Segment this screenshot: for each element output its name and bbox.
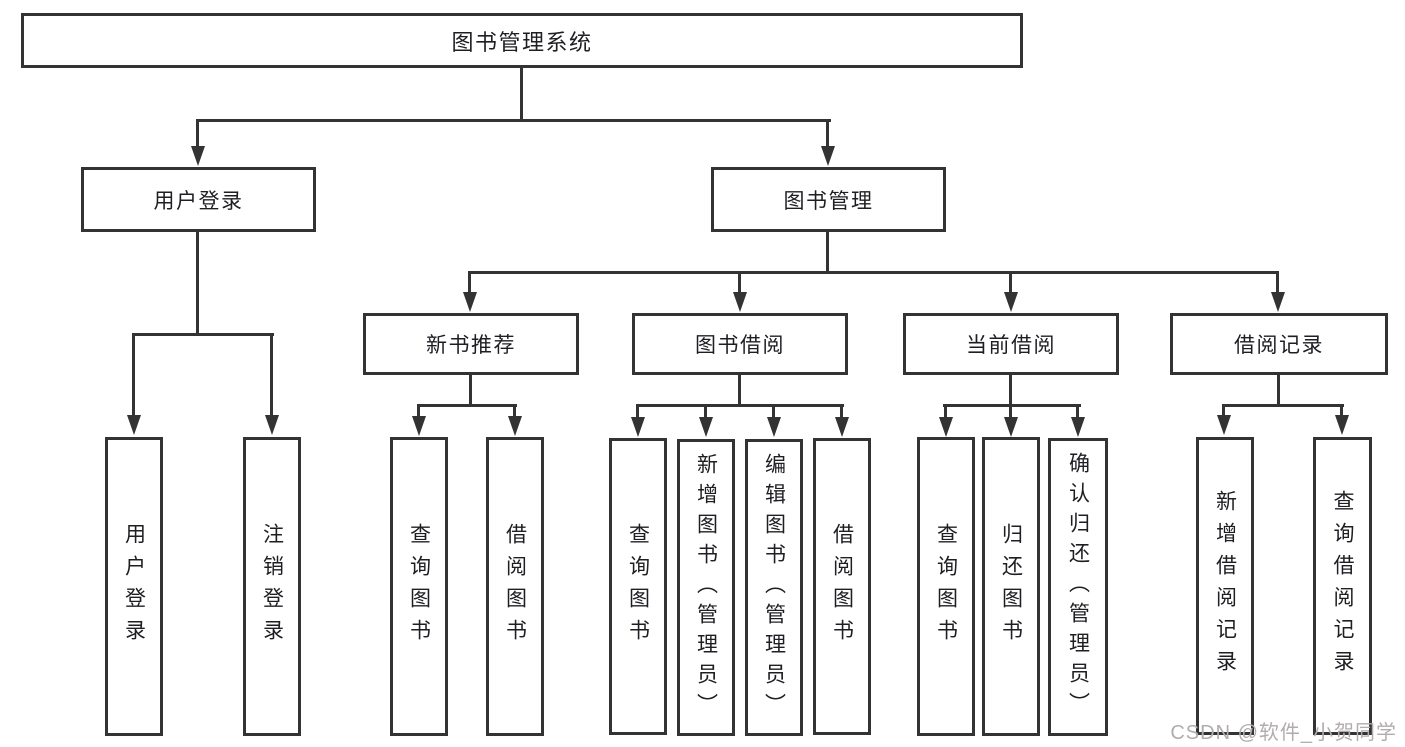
leaf-label: 新增借阅记录 xyxy=(1213,490,1237,682)
arrow-down-icon xyxy=(767,417,781,437)
connector-line xyxy=(197,119,831,122)
leaf-label: 借阅图书 xyxy=(503,522,527,651)
connector-line xyxy=(704,404,707,419)
arrow-down-icon xyxy=(191,146,205,166)
arrow-down-icon xyxy=(1335,415,1349,435)
connector-line xyxy=(637,404,844,407)
node-user-login: 用户登录 xyxy=(81,167,316,232)
leaf-label: 查询图书 xyxy=(407,522,431,651)
node-new-book-recommend: 新书推荐 xyxy=(363,313,579,375)
connector-line xyxy=(1222,404,1225,417)
leaf-confirm-return-admin: 确认归还（管理员） xyxy=(1048,438,1108,736)
leaf-label: 确认归还（管理员） xyxy=(1066,452,1090,722)
leaf-query-books-recommend: 查询图书 xyxy=(390,437,448,736)
connector-line xyxy=(270,333,273,417)
leaf-add-book-admin: 新增图书（管理员） xyxy=(677,439,735,736)
connector-line xyxy=(468,271,471,295)
arrow-down-icon xyxy=(631,417,645,437)
arrow-down-icon xyxy=(1004,417,1018,437)
arrow-down-icon xyxy=(1217,415,1231,435)
connector-line xyxy=(417,404,420,418)
connector-line xyxy=(738,375,741,406)
leaf-label: 查询借阅记录 xyxy=(1331,490,1354,682)
connector-line xyxy=(944,404,947,419)
connector-line xyxy=(1009,404,1012,419)
connector-line xyxy=(1009,271,1012,295)
connector-line xyxy=(132,333,135,417)
leaf-query-books-current: 查询图书 xyxy=(917,437,975,736)
connector-line xyxy=(469,271,1279,274)
arrow-down-icon xyxy=(127,415,141,435)
connector-line xyxy=(1340,404,1343,417)
arrow-down-icon xyxy=(508,416,522,436)
leaf-logout: 注销登录 xyxy=(243,437,301,736)
arrow-down-icon xyxy=(463,292,477,312)
arrow-down-icon xyxy=(1004,292,1018,312)
leaf-label: 归还图书 xyxy=(999,522,1023,651)
connector-line xyxy=(1076,404,1079,419)
connector-line xyxy=(1222,404,1344,407)
leaf-label: 注销登录 xyxy=(260,522,284,651)
connector-line xyxy=(196,119,199,149)
connector-line xyxy=(1277,375,1280,407)
leaf-label: 新增图书（管理员） xyxy=(694,452,718,723)
arrow-down-icon xyxy=(699,417,713,437)
leaf-label: 借阅图书 xyxy=(830,522,854,651)
csdn-watermark: CSDN @软件_小贺同学 xyxy=(1170,722,1397,744)
leaf-label: 查询图书 xyxy=(934,522,958,651)
leaf-user-login: 用户登录 xyxy=(105,437,163,736)
connector-line xyxy=(840,404,843,419)
connector-line xyxy=(513,404,516,418)
leaf-label: 编辑图书（管理员） xyxy=(762,452,786,723)
connector-line xyxy=(772,404,775,419)
arrow-down-icon xyxy=(939,417,953,437)
connector-line xyxy=(636,404,639,419)
arrow-down-icon xyxy=(733,292,747,312)
leaf-query-books-borrow: 查询图书 xyxy=(609,438,667,735)
connector-line xyxy=(738,271,741,295)
connector-line xyxy=(1009,375,1012,406)
arrow-down-icon xyxy=(835,417,849,437)
connector-line xyxy=(943,404,1081,407)
leaf-label: 查询图书 xyxy=(626,522,650,651)
connector-line xyxy=(520,68,523,121)
leaf-return-book: 归还图书 xyxy=(982,437,1040,736)
arrow-down-icon xyxy=(821,146,835,166)
connector-line xyxy=(196,232,199,336)
node-book-borrow: 图书借阅 xyxy=(632,313,848,375)
connector-line xyxy=(826,232,829,274)
node-library-system: 图书管理系统 xyxy=(21,13,1023,68)
connector-line xyxy=(418,404,517,407)
leaf-borrow-books-recommend: 借阅图书 xyxy=(486,437,544,736)
leaf-label: 用户登录 xyxy=(122,522,146,651)
leaf-query-borrow-record: 查询借阅记录 xyxy=(1313,437,1372,735)
leaf-edit-book-admin: 编辑图书（管理员） xyxy=(745,439,803,736)
node-current-borrow: 当前借阅 xyxy=(903,313,1119,375)
leaf-add-borrow-record: 新增借阅记录 xyxy=(1196,437,1254,735)
connector-line xyxy=(1276,271,1279,295)
arrow-down-icon xyxy=(412,416,426,436)
connector-line xyxy=(826,119,829,149)
connector-line xyxy=(469,375,472,406)
leaf-borrow-books-borrow: 借阅图书 xyxy=(813,438,871,735)
node-borrow-records: 借阅记录 xyxy=(1170,313,1388,375)
node-book-management: 图书管理 xyxy=(711,167,946,232)
connector-line xyxy=(133,333,274,336)
arrow-down-icon xyxy=(265,415,279,435)
arrow-down-icon xyxy=(1071,417,1085,437)
arrow-down-icon xyxy=(1271,292,1285,312)
